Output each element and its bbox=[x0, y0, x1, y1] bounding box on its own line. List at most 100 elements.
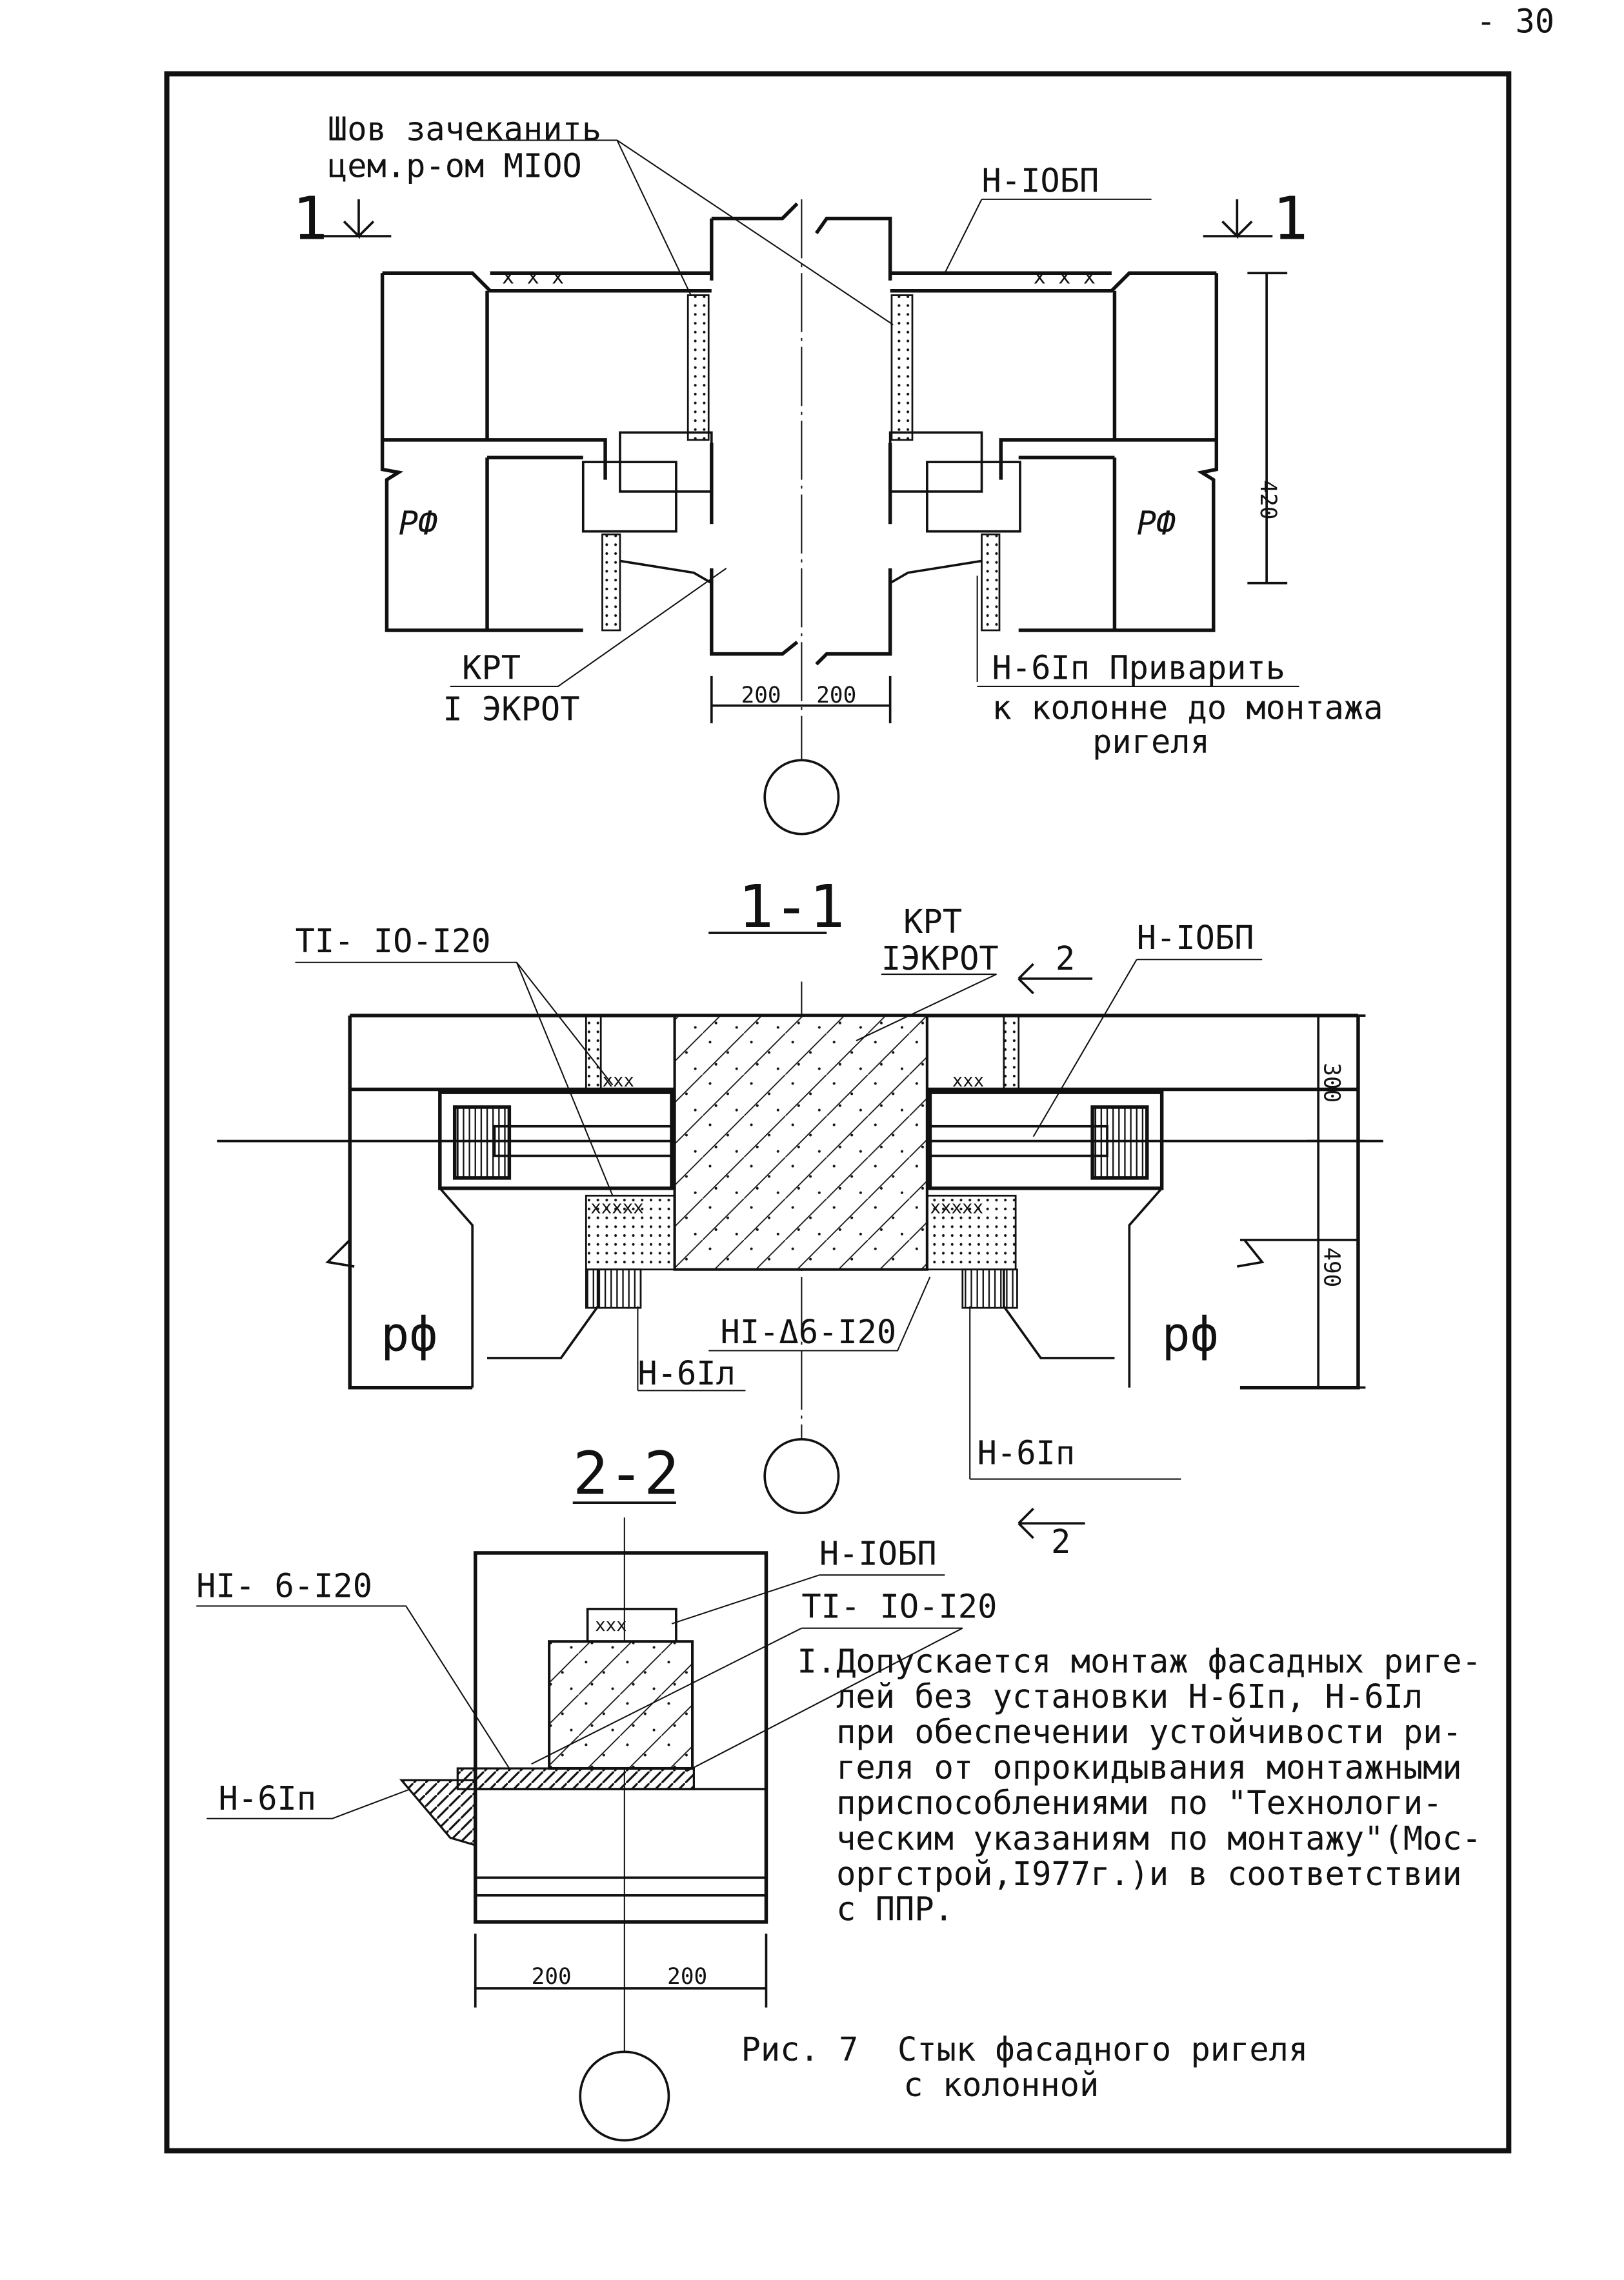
label-n10bp: Н-IOБП bbox=[819, 1534, 937, 1572]
bracket-left bbox=[581, 461, 677, 533]
leader-n10bp bbox=[944, 198, 1152, 274]
dim-right: 200 bbox=[667, 1964, 707, 1990]
dimension-width bbox=[710, 675, 892, 724]
label-rf-right: РФ bbox=[1137, 504, 1176, 542]
label-n61p: Н-6Iп bbox=[977, 1434, 1076, 1472]
section-2-2: xxx 2-2 Н-IOБП TI- IO-I20 НI- 6-I20 Н-6I… bbox=[196, 1439, 997, 2142]
leader-n10bp bbox=[1032, 959, 1263, 1137]
label-t1: TI- IO-I20 bbox=[801, 1588, 997, 1626]
leader-seam bbox=[472, 139, 894, 326]
leader-t1 bbox=[531, 1627, 963, 1772]
dim-left: 200 bbox=[741, 683, 781, 708]
section-arrow-2 bbox=[1018, 963, 1093, 995]
mortar-seam-left-lower bbox=[601, 533, 621, 632]
weld-marks: xxxxx bbox=[930, 1198, 983, 1218]
mortar-right-top bbox=[1003, 1014, 1020, 1090]
weld-marks: xxxxx bbox=[590, 1198, 644, 1218]
plate-n10bp bbox=[586, 1608, 677, 1643]
section-mark-left: 1 bbox=[292, 185, 328, 254]
leader-weld bbox=[976, 575, 1299, 687]
label-krt: КРТ bbox=[462, 648, 521, 686]
note-block: I.Допускается монтаж фасадных риге- лей … bbox=[797, 1642, 1482, 1928]
column-outline bbox=[473, 1551, 768, 1924]
dim-bottom: 490 bbox=[1318, 1247, 1344, 1287]
bolt-right bbox=[928, 1125, 1108, 1157]
leader-n1-6 bbox=[708, 1276, 931, 1352]
drawing-frame bbox=[164, 71, 1512, 2154]
section-title: 1-1 bbox=[738, 872, 845, 941]
mortar-left-bottom bbox=[585, 1194, 676, 1271]
dim-top: 300 bbox=[1318, 1063, 1344, 1103]
rebar-left bbox=[456, 1106, 510, 1179]
leader-n61p bbox=[206, 1788, 411, 1819]
section-mark-bottom: 2 bbox=[1051, 1523, 1070, 1561]
label-rf-left: РФ bbox=[399, 504, 438, 542]
plate-n61l bbox=[585, 1268, 642, 1309]
leader-n10bp bbox=[671, 1574, 945, 1625]
label-t1: TI- IO-I20 bbox=[296, 922, 491, 960]
leader-krt bbox=[450, 568, 727, 687]
note-line: с ППР. bbox=[797, 1890, 954, 1928]
label-krt: КРТ bbox=[903, 903, 962, 941]
note-line: ческим указаниям по монтажу"(Мос- bbox=[797, 1819, 1482, 1857]
plan-view: x x x x x x Шов зачеканить цем.р-ом МIOO… bbox=[292, 110, 1383, 835]
dimension-vertical bbox=[1306, 1014, 1366, 1389]
section-mark: 2 bbox=[1056, 939, 1075, 977]
notch-right bbox=[889, 559, 982, 585]
mortar-seam-right-lower bbox=[981, 533, 1001, 632]
dim-left: 200 bbox=[532, 1964, 572, 1990]
axis-bubble bbox=[763, 759, 840, 835]
bolt-left bbox=[493, 1125, 673, 1157]
bracket-right bbox=[926, 461, 1021, 533]
leader-t1 bbox=[295, 961, 614, 1196]
axis-bubble bbox=[763, 1437, 840, 1515]
leader-n61p bbox=[969, 1306, 1181, 1480]
label-rf-right: рф bbox=[1162, 1308, 1219, 1363]
column-section bbox=[673, 1014, 928, 1271]
dim-right: 200 bbox=[816, 683, 856, 708]
beam-outline bbox=[325, 1187, 1358, 1388]
figure-caption-line2: с колонной bbox=[903, 2066, 1099, 2104]
notch-left bbox=[619, 559, 712, 585]
axis-bubble bbox=[579, 2050, 670, 2142]
rebar-right bbox=[1094, 1106, 1148, 1179]
section-arrow-left bbox=[321, 199, 392, 239]
note-line: геля от опрокидывания монтажными bbox=[797, 1748, 1462, 1786]
beam-section bbox=[548, 1640, 694, 1770]
leader-krt bbox=[856, 974, 997, 1041]
note-line: при обеспечении устойчивости ри- bbox=[797, 1713, 1462, 1751]
section-mark-right: 1 bbox=[1272, 185, 1308, 254]
section-arrow-right bbox=[1203, 199, 1273, 239]
bracket-n61p bbox=[399, 1779, 477, 1847]
dimension-width bbox=[474, 1934, 768, 2008]
mortar-seam-left bbox=[687, 294, 710, 441]
weld-marks: xxx bbox=[952, 1071, 985, 1091]
label-ekrot: IЭКРОТ bbox=[881, 939, 999, 977]
weld-note-line1: Н-6Iп Приварить bbox=[992, 648, 1286, 686]
label-n10bp: Н-IOБП bbox=[982, 161, 1099, 199]
note-line: I.Допускается монтаж фасадных риге- bbox=[797, 1642, 1482, 1680]
note-line: лей без установки Н-6Iп, Н-6Iл bbox=[797, 1677, 1423, 1715]
page-number: - 30 bbox=[1476, 2, 1554, 40]
label-n10bp: Н-IOБП bbox=[1137, 919, 1254, 957]
label-ekrot: I ЭКРОТ bbox=[443, 690, 579, 728]
section-title: 2-2 bbox=[573, 1439, 679, 1508]
weld-marks: xxx bbox=[595, 1615, 627, 1635]
seam-note-line2: цем.р-ом МIOO bbox=[328, 147, 582, 185]
label-n1-6: НI-Δ6-I20 bbox=[721, 1313, 897, 1351]
leader-n61l bbox=[637, 1306, 746, 1392]
weld-marks: x x x bbox=[502, 264, 564, 288]
note-line: оргстрой,I977г.)и в соответствии bbox=[797, 1855, 1462, 1893]
beam-right bbox=[890, 271, 1219, 632]
label-rf-left: рф bbox=[381, 1308, 437, 1363]
label-n1-6: НI- 6-I20 bbox=[196, 1567, 372, 1605]
seam-note-line1: Шов зачеканить bbox=[328, 110, 601, 148]
plate-n61p bbox=[961, 1268, 1018, 1309]
dim-height: 420 bbox=[1255, 480, 1281, 520]
beam-left bbox=[380, 271, 712, 632]
note-line: приспособлениями по "Технологи- bbox=[797, 1784, 1443, 1822]
dimension-height bbox=[1247, 272, 1288, 585]
mortar-left-top bbox=[585, 1014, 602, 1090]
label-n61p: Н-6Iп bbox=[219, 1779, 317, 1817]
